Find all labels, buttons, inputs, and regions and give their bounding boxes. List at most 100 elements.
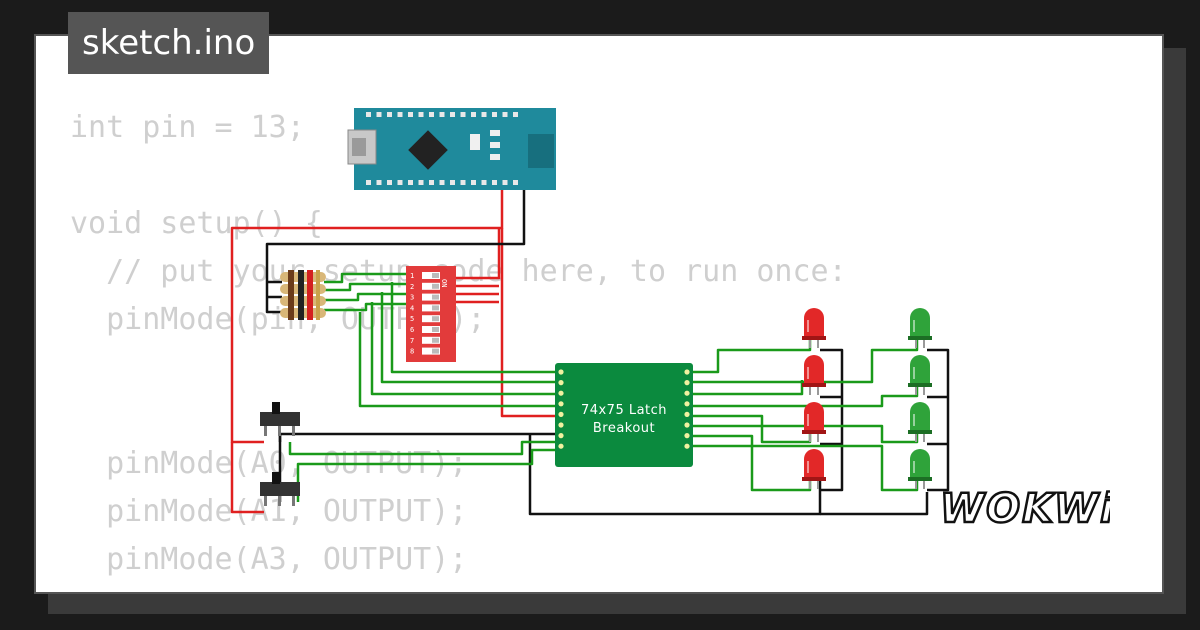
wire-green bbox=[324, 272, 412, 284]
wire-black bbox=[820, 348, 844, 492]
wire-green bbox=[370, 302, 558, 396]
dip-switch-on-label: ON bbox=[440, 279, 448, 287]
wire-green bbox=[690, 414, 812, 444]
red-led bbox=[802, 402, 826, 442]
code-line: int pin = 13; bbox=[70, 110, 305, 145]
header-pin bbox=[408, 112, 413, 117]
latch-pin bbox=[558, 443, 564, 449]
header-pin bbox=[439, 180, 445, 185]
header-pin bbox=[418, 180, 424, 185]
dip-toggle-knob bbox=[432, 348, 439, 354]
green-led bbox=[908, 308, 932, 348]
dip-toggle-knob bbox=[432, 305, 439, 311]
header-pin bbox=[502, 112, 508, 117]
header-pin bbox=[387, 180, 392, 185]
dip-switch-toggles bbox=[422, 272, 440, 355]
latch-pin bbox=[684, 401, 690, 407]
header-pin bbox=[471, 180, 476, 185]
dip-switch-number: 2 bbox=[410, 283, 414, 291]
arduino-nano-board bbox=[347, 108, 556, 190]
dip-toggle-knob bbox=[432, 273, 439, 278]
wire-green bbox=[390, 282, 558, 374]
header-pin bbox=[513, 180, 518, 185]
wire-green bbox=[324, 292, 412, 302]
header-pin bbox=[366, 112, 371, 117]
wire-green bbox=[690, 332, 812, 374]
header-pin bbox=[502, 180, 508, 185]
latch-pin bbox=[684, 433, 690, 439]
wire-green bbox=[296, 448, 558, 502]
file-title: sketch.ino bbox=[68, 12, 270, 74]
green-led bbox=[908, 449, 932, 489]
wire-green bbox=[358, 312, 558, 408]
latch-breakout: 74x75 Latch Breakout bbox=[555, 363, 693, 467]
header-pin bbox=[387, 112, 392, 117]
header-pin bbox=[492, 180, 497, 185]
latch-pin bbox=[558, 411, 564, 417]
latch-label-line1: 74x75 Latch bbox=[581, 403, 667, 418]
latch-pin bbox=[558, 422, 564, 428]
header-pin bbox=[376, 180, 382, 185]
led-columns bbox=[802, 308, 932, 489]
wokwi-logo-text: WOKWi bbox=[940, 486, 1110, 532]
latch-pins-right bbox=[684, 369, 690, 449]
header-pin bbox=[429, 112, 434, 117]
dip-toggle-knob bbox=[432, 316, 439, 322]
header-pin bbox=[376, 112, 382, 117]
red-led bbox=[802, 355, 826, 395]
slide-switch-2 bbox=[260, 472, 300, 506]
latch-label-line2: Breakout bbox=[593, 421, 655, 436]
dip-toggle bbox=[422, 315, 440, 323]
code-line: pinMode(A4, OUTPUT); bbox=[70, 584, 847, 592]
resistor-array bbox=[280, 270, 326, 320]
latch-pin bbox=[558, 390, 564, 396]
header-pin bbox=[471, 112, 476, 117]
dip-toggle-knob bbox=[432, 294, 439, 300]
header-pin bbox=[513, 112, 518, 117]
wire-red bbox=[500, 228, 558, 418]
wire-black bbox=[820, 492, 929, 516]
wire-black bbox=[927, 348, 950, 492]
wokwi-logo-mark: WOKWi bbox=[939, 485, 1115, 534]
preview-card: int pin = 13;void setup() { // put your … bbox=[34, 34, 1164, 594]
header-pin bbox=[460, 180, 466, 185]
dip-switch-number: 1 bbox=[410, 272, 414, 280]
wire-green bbox=[324, 282, 412, 292]
header-pin bbox=[429, 180, 434, 185]
dip-switch-8 bbox=[406, 266, 456, 362]
header-pin bbox=[481, 180, 487, 185]
header-pin bbox=[460, 112, 466, 117]
header-pin bbox=[397, 112, 403, 117]
dip-toggle bbox=[422, 336, 440, 344]
red-led bbox=[802, 449, 826, 489]
arduino-pin-row-top bbox=[366, 112, 518, 117]
dip-toggle-knob bbox=[432, 337, 439, 343]
dip-switch-number: 4 bbox=[410, 304, 414, 312]
latch-pin bbox=[558, 401, 564, 407]
wire-green bbox=[288, 440, 558, 456]
wire-black bbox=[265, 190, 526, 314]
latch-pins-left bbox=[558, 369, 564, 449]
header-pin bbox=[397, 180, 403, 185]
dip-toggle-knob bbox=[432, 327, 439, 332]
latch-pin bbox=[558, 433, 564, 439]
dip-toggle bbox=[422, 326, 440, 333]
latch-pin bbox=[684, 422, 690, 428]
dip-toggle bbox=[422, 347, 440, 355]
header-pin bbox=[366, 180, 371, 185]
wire-green bbox=[380, 292, 558, 384]
latch-pin bbox=[684, 443, 690, 449]
arduino-pin-row-bottom bbox=[366, 180, 518, 185]
dip-switch-number: 3 bbox=[410, 294, 414, 302]
code-line: pinMode(A3, OUTPUT); bbox=[70, 542, 468, 577]
header-pin bbox=[439, 112, 445, 117]
dip-toggle bbox=[422, 272, 440, 279]
wire-green bbox=[324, 302, 412, 312]
latch-pin bbox=[558, 369, 564, 375]
dip-toggle bbox=[422, 304, 440, 312]
wire-green bbox=[690, 444, 919, 492]
dip-switch-number: 6 bbox=[410, 326, 414, 334]
green-led bbox=[908, 355, 932, 395]
latch-pin bbox=[684, 411, 690, 417]
